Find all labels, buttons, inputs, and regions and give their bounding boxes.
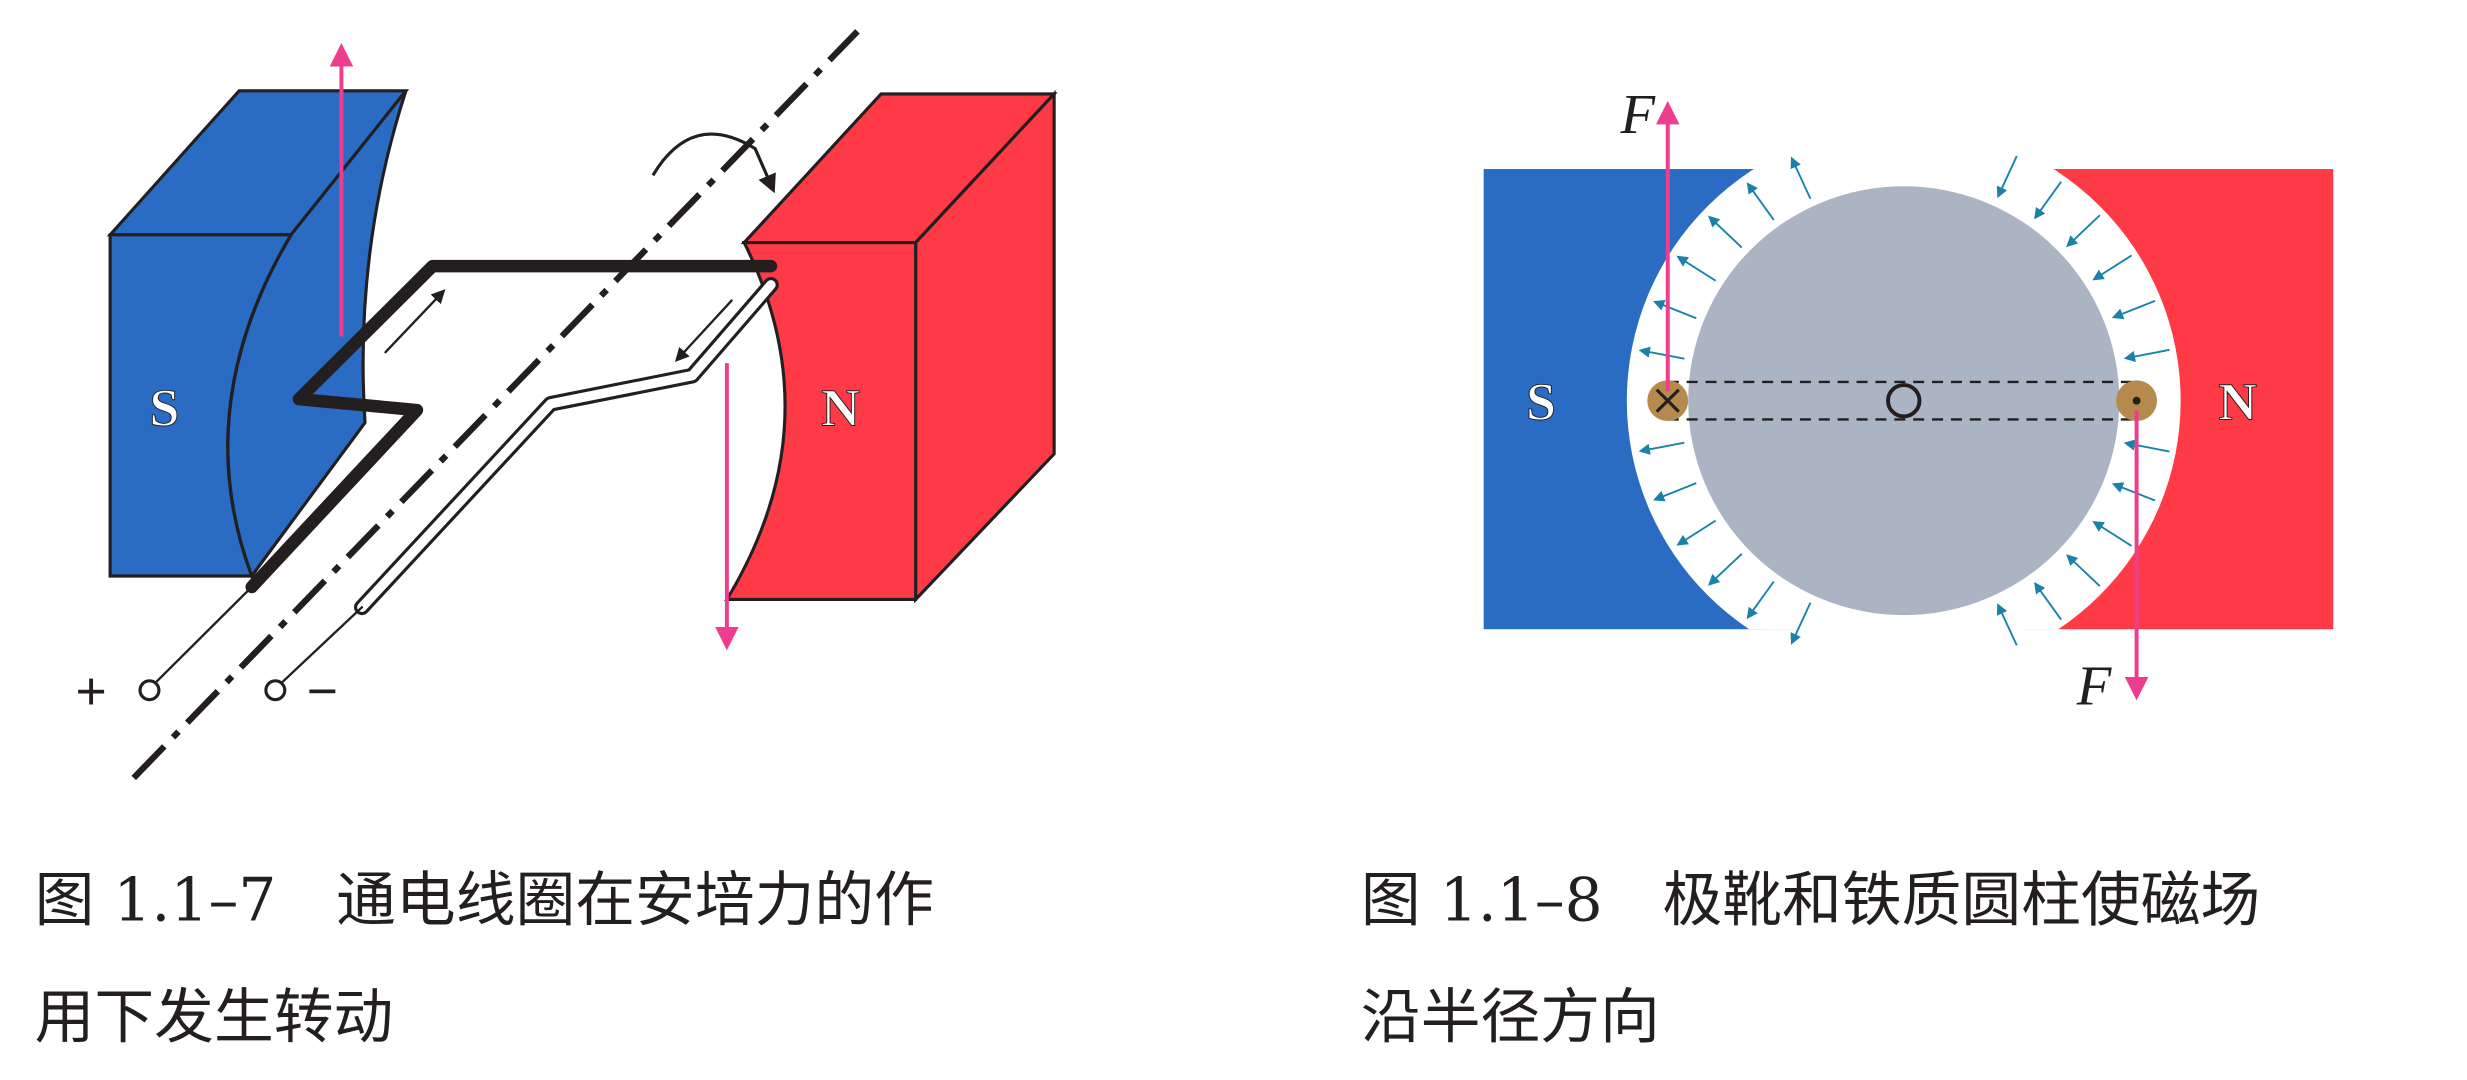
south-pole-label: S bbox=[149, 378, 179, 438]
field-arrow bbox=[1653, 482, 1697, 502]
field-arrow bbox=[2066, 214, 2101, 248]
figure-radial-field: S N F F 图 1.1–8 极靴和铁质圆柱使磁场 沿半径方向 bbox=[1361, 84, 2334, 1053]
field-arrow bbox=[1746, 182, 1775, 221]
radial-field-arrows bbox=[1638, 155, 2170, 646]
minus-label: − bbox=[307, 662, 338, 721]
north-magnet bbox=[724, 89, 1058, 604]
caption-line-1: 图 1.1–7 通电线圈在安培力的作 bbox=[35, 866, 934, 935]
caption-line-2: 用下发生转动 bbox=[35, 984, 394, 1053]
field-arrow bbox=[1708, 215, 1743, 249]
caption-line-1: 图 1.1–8 极靴和铁质圆柱使磁场 bbox=[1361, 866, 2260, 935]
field-arrow bbox=[1996, 155, 2018, 199]
negative-terminal bbox=[264, 679, 287, 702]
field-arrow bbox=[1638, 441, 1685, 455]
force-label-top: F bbox=[1620, 84, 1656, 146]
force-label-bottom: F bbox=[2076, 655, 2112, 717]
field-arrow bbox=[2111, 299, 2156, 320]
field-arrow bbox=[2123, 348, 2170, 363]
figure-coil-rotation: S N + − 图 1.1–7 通电线圈在安培力的作 用下发生转动 bbox=[35, 29, 1058, 1053]
north-pole-label: N bbox=[2218, 372, 2257, 432]
coil bbox=[148, 259, 779, 690]
caption-line-2: 沿半径方向 bbox=[1361, 984, 1660, 1053]
rotation-axis bbox=[131, 29, 860, 781]
field-arrow bbox=[1746, 580, 1775, 620]
field-arrow bbox=[2092, 520, 2133, 547]
field-arrow bbox=[2034, 181, 2062, 220]
south-pole-label: S bbox=[1526, 372, 1556, 432]
north-pole-label: N bbox=[821, 378, 860, 438]
field-arrow bbox=[1790, 602, 1812, 645]
south-magnet bbox=[106, 89, 410, 580]
field-arrow bbox=[2092, 254, 2133, 281]
field-arrow bbox=[2066, 554, 2101, 587]
field-arrow bbox=[1638, 346, 1685, 360]
cross-icon bbox=[1655, 388, 1680, 413]
axis-icon bbox=[1886, 383, 1922, 419]
iron-cylinder bbox=[1688, 186, 2120, 616]
plus-label: + bbox=[76, 662, 107, 721]
coil-plane bbox=[1667, 380, 2137, 421]
field-arrow bbox=[1996, 603, 2018, 646]
field-arrow bbox=[1676, 255, 1717, 282]
field-arrow bbox=[2034, 581, 2062, 621]
rotation-direction-icon bbox=[651, 132, 776, 194]
field-arrow bbox=[1653, 300, 1697, 320]
field-arrow bbox=[1790, 156, 1812, 200]
dot-icon bbox=[2132, 396, 2141, 405]
positive-terminal bbox=[138, 679, 161, 702]
field-arrow bbox=[1676, 519, 1717, 546]
field-arrow bbox=[1708, 553, 1743, 586]
